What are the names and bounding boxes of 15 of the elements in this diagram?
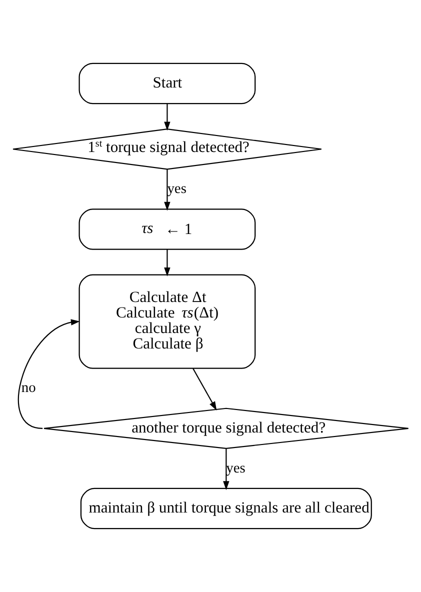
- node-box: τs ← 1: [78, 208, 256, 250]
- node-diamond: another torque signal detected?: [43, 408, 409, 449]
- node-diamond: 1$^{st}$ torque signal detected?: [12, 128, 322, 170]
- arrow: [164, 170, 170, 211]
- edge-label: yes: [167, 180, 186, 197]
- arrow: [18, 319, 80, 429]
- edge-label: no: [21, 380, 36, 396]
- arrow: [223, 448, 230, 490]
- arrow: [192, 368, 217, 410]
- node-box: Start: [78, 62, 256, 104]
- arrow: [164, 104, 170, 131]
- edge-label: yes: [226, 460, 246, 476]
- node-box: Calculate Δt Calculate τs(Δt) calculate γ Calculate β: [78, 274, 256, 369]
- node-box: maintain β until torque signals are all cleared: [80, 488, 372, 530]
- arrow: [164, 249, 170, 276]
